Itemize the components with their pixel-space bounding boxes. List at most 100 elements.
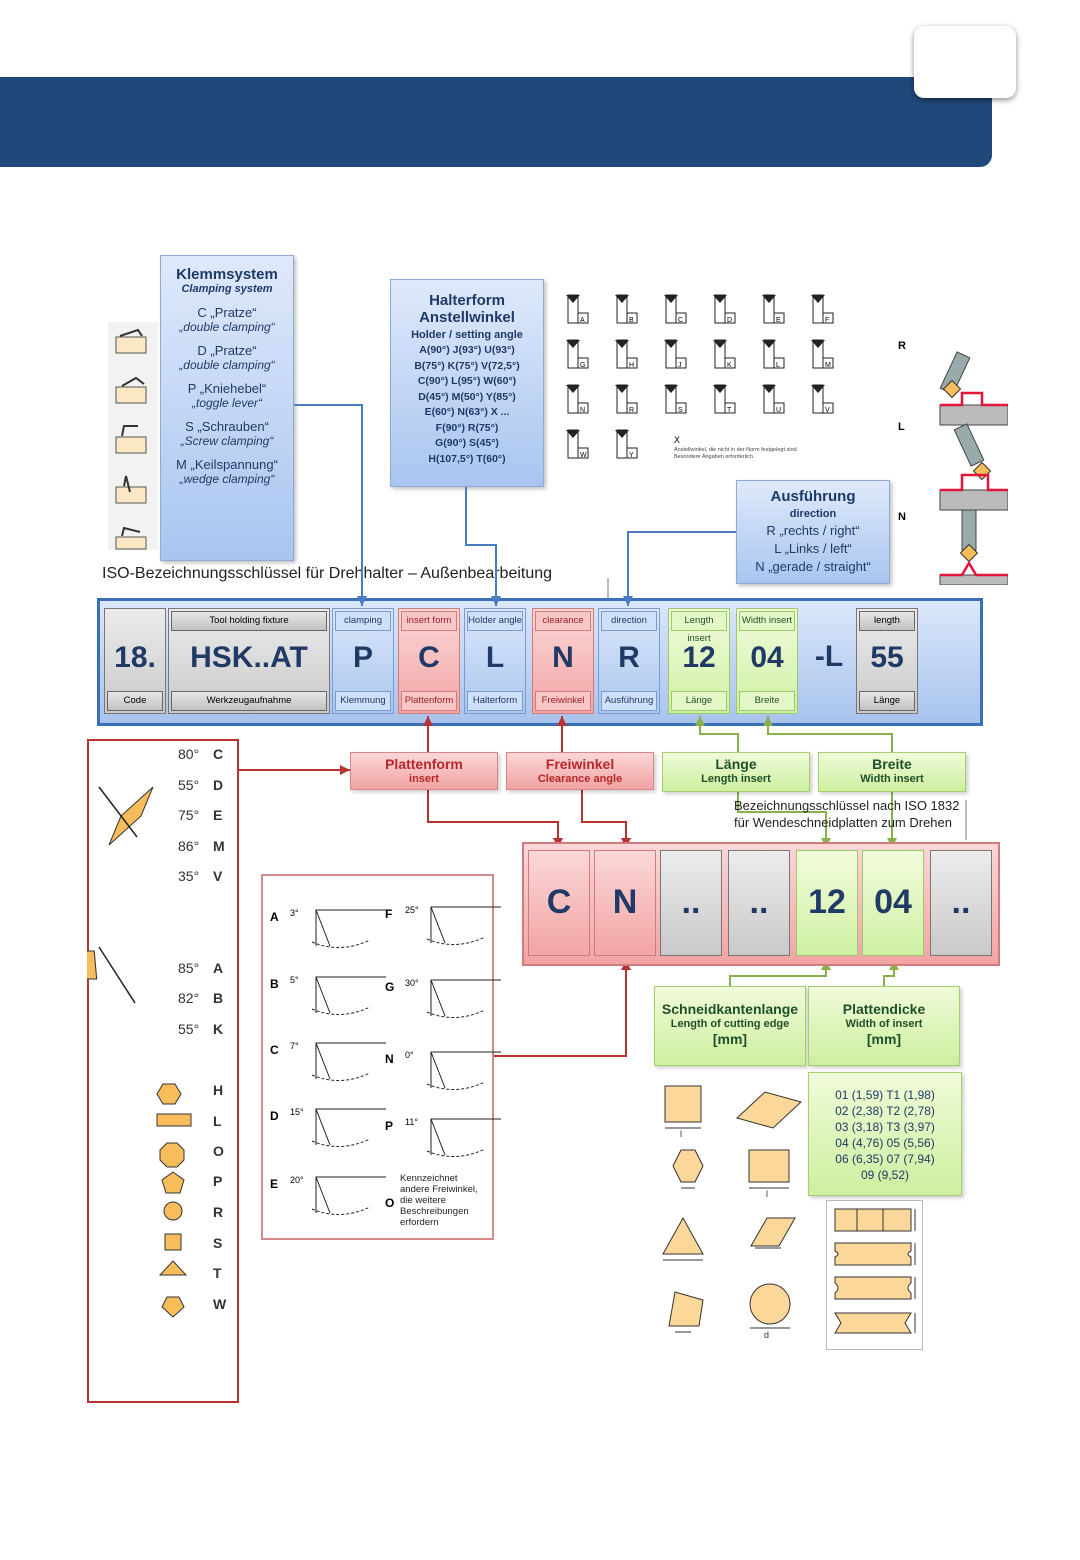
laenge-sub: Length insert	[701, 773, 771, 785]
execution-subtitle: direction	[789, 508, 837, 520]
holder-form-subtitle: Holder / setting angle	[411, 329, 523, 341]
clearance-other-letter: O	[385, 1196, 395, 1210]
thickness-title: Plattendicke	[842, 1001, 926, 1017]
shape-angle: 55°	[178, 1021, 200, 1037]
thickness-value: 03 (3,18) T3 (3,97)	[835, 1120, 935, 1134]
holder-shape-icon: W	[566, 429, 589, 459]
svg-text:C: C	[678, 317, 683, 324]
thickness-value: 06 (6,35) 07 (7,94)	[835, 1152, 935, 1166]
holder-angle-value: L	[485, 641, 505, 674]
shape-angle: 35°	[178, 868, 200, 884]
clearance-profile-icon	[311, 1176, 386, 1215]
clamping-entry-code: P „Kniehebel“	[187, 381, 267, 396]
clamping-icons-graphic	[115, 328, 147, 550]
clamping-entry-code: D „Pratze“	[197, 343, 257, 358]
insert-key-note-1: Bezeichnungsschlüssel nach ISO 1832	[734, 798, 960, 813]
direction-label-l: L	[898, 421, 905, 433]
thickness-box: Plattendicke Width of insert [mm]	[808, 986, 960, 1066]
shape-letter: S	[213, 1235, 223, 1251]
insert-code-value: ..	[951, 883, 971, 921]
insert-code-value: ..	[681, 883, 701, 921]
dim-label-l: l	[680, 1129, 682, 1139]
insert-code-value: N	[612, 883, 638, 921]
thickness-value: 04 (4,76) 05 (5,56)	[835, 1136, 935, 1150]
svg-text:B: B	[629, 317, 634, 324]
clamping-entry-code: C „Pratze“	[197, 305, 257, 320]
label-laenge: Länge Length insert	[662, 752, 810, 792]
holder-shape-icon: V	[811, 384, 834, 414]
holder-x-label: X	[674, 435, 681, 445]
code-cell-direction: direction R Ausführung	[598, 608, 660, 714]
clamping-entry-en: „toggle lever“	[191, 396, 263, 410]
clearance-letter: A	[270, 910, 279, 924]
clearance-profile-icon	[426, 979, 501, 1018]
code-cell-insert-form: insert form C Plattenform	[398, 608, 460, 714]
freiwinkel-sub: Clearance angle	[537, 773, 623, 785]
insert-form-value: C	[418, 641, 440, 674]
shape-angle: 85°	[178, 960, 200, 976]
insert-code-cell: ..	[660, 850, 722, 956]
thickness-unit: [mm]	[866, 1031, 902, 1047]
clearance-other-line: andere Freiwinkel,	[400, 1184, 478, 1195]
insert-form-bottom-label: Plattenform	[401, 691, 457, 711]
iso-title: ISO-Bezeichnungsschlüssel für Drehhalter…	[102, 565, 553, 582]
label-breite: Breite Width insert	[818, 752, 966, 792]
holder-shape-icon: D	[713, 294, 736, 324]
length-insert-bottom-label: Länge	[671, 691, 727, 711]
clearance-letter: F	[385, 907, 393, 921]
clearance-profile-icon	[311, 1042, 386, 1081]
svg-text:Y: Y	[629, 452, 634, 459]
clearance-angle: 11°	[405, 1117, 418, 1127]
svg-text:E: E	[776, 317, 781, 324]
holder-form-title2: Anstellwinkel	[419, 309, 515, 326]
clearance-letter: D	[270, 1109, 279, 1123]
freiwinkel-title: Freiwinkel	[545, 756, 615, 772]
label-freiwinkel: Freiwinkel Clearance angle	[506, 752, 654, 790]
clearance-profile-icon	[311, 1108, 386, 1147]
page-tab	[914, 26, 1016, 98]
clearance-other-line: Beschreibungen	[400, 1206, 469, 1217]
holder-form-line: G(90°) S(45°)	[435, 437, 499, 449]
svg-text:R: R	[629, 407, 634, 414]
code-cell-clamping: clamping P Klemmung	[332, 608, 394, 714]
shape-letter: R	[213, 1204, 224, 1220]
svg-text:K: K	[727, 362, 732, 369]
execution-line: N „gerade / straight“	[755, 559, 871, 574]
svg-text:M: M	[825, 362, 831, 369]
clearance-letter: B	[270, 977, 279, 991]
clamping-bottom-label: Klemmung	[335, 691, 391, 711]
clamping-system-title: Klemmsystem	[176, 266, 278, 283]
width-insert-value: 04	[750, 641, 784, 674]
width-insert-top-label: Width insert	[739, 611, 795, 631]
holder-shape-icon: T	[713, 384, 736, 414]
shape-angle: 75°	[178, 807, 200, 823]
shape-letter: H	[213, 1082, 224, 1098]
dim-label-l: l	[766, 1189, 768, 1199]
code-suffix: -L	[814, 640, 844, 673]
thickness-values-box: 01 (1,59) T1 (1,98) 02 (2,38) T2 (2,78) …	[808, 1072, 962, 1196]
clamping-entry-en: „wedge clamping“	[179, 472, 275, 486]
shape-letter: B	[213, 990, 224, 1006]
clearance-angle: 15°	[290, 1107, 304, 1117]
thickness-sections	[826, 1200, 923, 1350]
holder-shape-icon: E	[762, 294, 785, 324]
insert-code-cell: 04	[862, 850, 924, 956]
svg-text:D: D	[727, 317, 732, 324]
thickness-value: 01 (1,59) T1 (1,98)	[835, 1088, 935, 1102]
clamping-value: P	[352, 641, 373, 674]
insert-code-cell: 12	[796, 850, 858, 956]
code-cell-length: length 55 Länge	[856, 608, 918, 714]
insert-code-cell: N	[594, 850, 656, 956]
clearance-angle: 20°	[290, 1175, 304, 1185]
clamping-system-box: Klemmsystem Clamping system C „Pratze“ „…	[160, 255, 294, 561]
clamping-entry-code: M „Keilspannung“	[176, 457, 278, 472]
clearance-letter: P	[385, 1119, 394, 1133]
thickness-values: 01 (1,59) T1 (1,98) 02 (2,38) T2 (2,78) …	[809, 1087, 961, 1183]
code-cell-fixture: Tool holding fixture HSK..AT Werkzeugauf…	[168, 608, 330, 714]
holder-shape-icon: J	[664, 339, 687, 369]
thickness-value: 02 (2,38) T2 (2,78)	[835, 1104, 935, 1118]
holder-shape-icon: G	[566, 339, 589, 369]
holder-form-line: F(90°) R(75°)	[435, 421, 499, 434]
holder-shape-icon: S	[664, 384, 687, 414]
